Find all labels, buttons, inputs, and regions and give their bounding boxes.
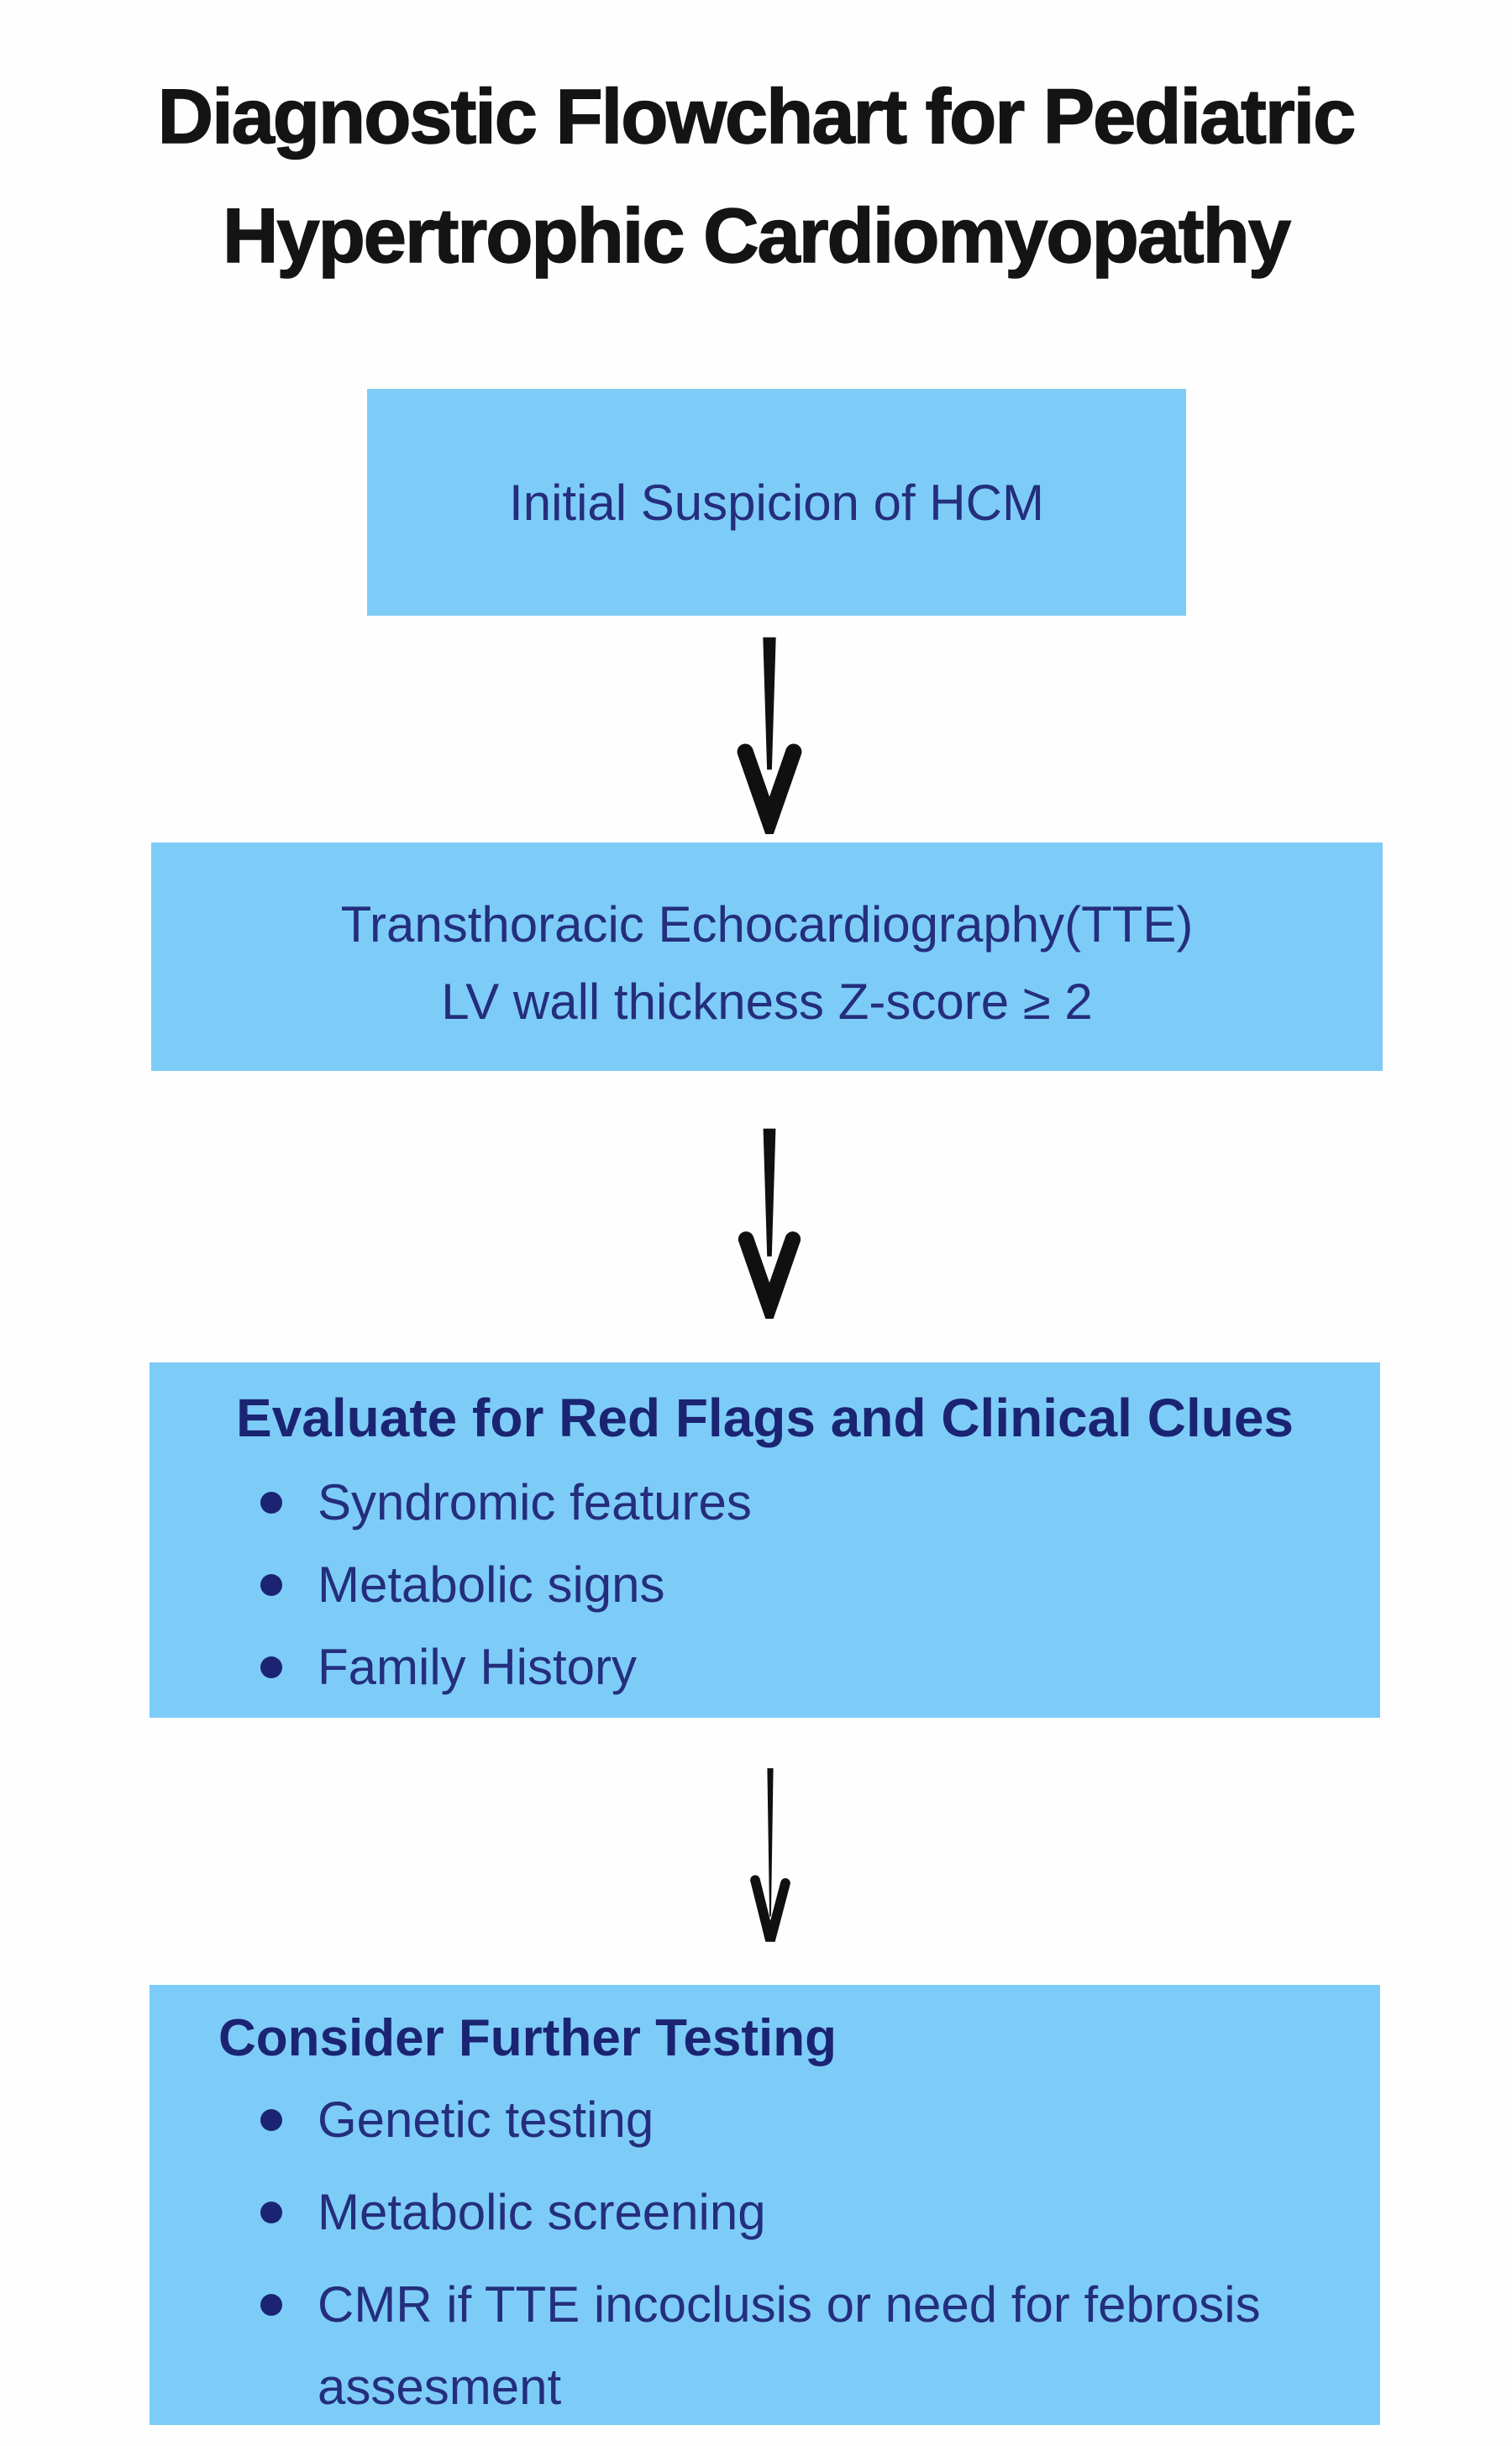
- bullet-text: Syndromic features: [318, 1474, 752, 1530]
- flow-node-initial-suspicion: Initial Suspicion of HCM: [367, 389, 1186, 616]
- list-item: CMR if TTE incoclusis or need for febros…: [260, 2264, 1380, 2428]
- bullet-dot-icon: [260, 1656, 282, 1678]
- bullet-text: CMR if TTE incoclusis or need for febros…: [318, 2276, 1261, 2415]
- bullet-dot-icon: [260, 2294, 282, 2316]
- bullet-text: Genetic testing: [318, 2092, 654, 2148]
- bullet-dot-icon: [260, 2202, 282, 2223]
- down-arrow-icon: [737, 637, 802, 834]
- title-line-1: Diagnostic Flowchart for Pediatric: [157, 73, 1357, 160]
- list-item: Genetic testing: [260, 2079, 1380, 2161]
- bullet-list: Genetic testing Metabolic screening CMR …: [150, 2079, 1380, 2428]
- down-arrow-icon: [750, 1768, 790, 1942]
- bullet-text: Metabolic screening: [318, 2184, 766, 2240]
- list-item: Metabolic screening: [260, 2171, 1380, 2254]
- node-label: Initial Suspicion of HCM: [509, 474, 1044, 531]
- flow-node-red-flags: Evaluate for Red Flags and Clinical Clue…: [150, 1362, 1380, 1718]
- list-item: Family History: [260, 1626, 1380, 1709]
- down-arrow-icon: [738, 1128, 801, 1319]
- list-item: Syndromic features: [260, 1462, 1380, 1544]
- bullet-list: Syndromic features Metabolic signs Famil…: [150, 1462, 1380, 1709]
- bullet-dot-icon: [260, 1492, 282, 1514]
- node-heading: Consider Further Testing: [218, 2009, 837, 2067]
- list-item: Metabolic signs: [260, 1544, 1380, 1626]
- flow-node-tte: Transthoracic Echocardiography(TTE) LV w…: [151, 842, 1383, 1071]
- title-line-2: Hypertrophic Cardiomyopathy: [222, 192, 1291, 280]
- bullet-text: Family History: [318, 1639, 638, 1695]
- bullet-dot-icon: [260, 1574, 282, 1596]
- node-line-2: LV wall thickness Z-score ≥ 2: [441, 974, 1093, 1030]
- node-heading: Evaluate for Red Flags and Clinical Clue…: [236, 1388, 1294, 1448]
- flow-node-further-testing: Consider Further Testing Genetic testing…: [150, 1985, 1380, 2425]
- bullet-dot-icon: [260, 2109, 282, 2131]
- node-line-1: Transthoracic Echocardiography(TTE): [340, 896, 1194, 953]
- bullet-text: Metabolic signs: [318, 1556, 665, 1613]
